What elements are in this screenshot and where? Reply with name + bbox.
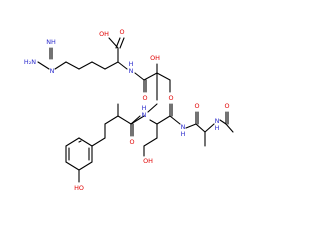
- bond: [169, 115, 181, 125]
- bond-lines: [37, 37, 234, 183]
- bond: [104, 115, 119, 125]
- atom-label: N: [129, 67, 134, 75]
- atom-label: O: [129, 138, 134, 146]
- bond: [156, 115, 171, 125]
- atom-label: H₂N: [24, 58, 36, 66]
- bond: [78, 161, 93, 171]
- atom-label: NH: [46, 38, 56, 46]
- bond: [156, 72, 171, 81]
- structure-diagram: H₂N NH N OH O N H OH O N H O HO OH O N H…: [24, 28, 234, 192]
- bond: [65, 61, 80, 70]
- atom-label: H: [181, 130, 186, 138]
- bond: [130, 115, 145, 125]
- bond: [219, 119, 227, 125]
- bond: [115, 37, 121, 49]
- bond: [91, 61, 106, 70]
- bond: [91, 137, 106, 147]
- bond: [65, 137, 80, 147]
- bond: [104, 61, 119, 70]
- atom-label: H: [142, 104, 147, 112]
- atom-label: O: [194, 102, 199, 110]
- atom-label: H: [129, 60, 134, 68]
- bond: [195, 123, 206, 133]
- bond: [185, 123, 197, 129]
- bond: [143, 72, 158, 81]
- atom-label: N: [142, 111, 147, 119]
- atom-label: H: [215, 124, 220, 132]
- atom-label: HO: [74, 184, 84, 192]
- molecule-canvas: H₂N NH N OH O N H OH O N H O HO OH O N H…: [24, 28, 234, 192]
- bond: [78, 61, 93, 70]
- atom-label: OH: [99, 30, 109, 38]
- bond: [149, 119, 158, 125]
- bond: [147, 103, 158, 113]
- bond: [78, 140, 82, 143]
- atom-label: N: [50, 67, 55, 75]
- atom-label: O: [224, 102, 229, 110]
- bond: [143, 137, 158, 147]
- atom-labels: H₂N NH N OH O N H OH O N H O HO OH O N H…: [24, 28, 230, 192]
- bond: [225, 123, 234, 133]
- atom-label: N: [215, 117, 220, 125]
- bond: [78, 137, 93, 147]
- bond: [117, 61, 128, 70]
- atom-label: O: [119, 28, 124, 36]
- atom-label: O: [168, 94, 173, 102]
- bond: [37, 61, 50, 70]
- bond: [204, 123, 215, 133]
- bond: [117, 115, 132, 125]
- bond: [134, 72, 145, 81]
- bond: [119, 37, 125, 49]
- bond: [65, 161, 80, 171]
- bond: [54, 61, 67, 70]
- atom-label: OH: [150, 54, 160, 62]
- atom-label: OH: [143, 157, 153, 165]
- atom-label: N: [181, 123, 186, 131]
- atom-label: O: [142, 94, 147, 102]
